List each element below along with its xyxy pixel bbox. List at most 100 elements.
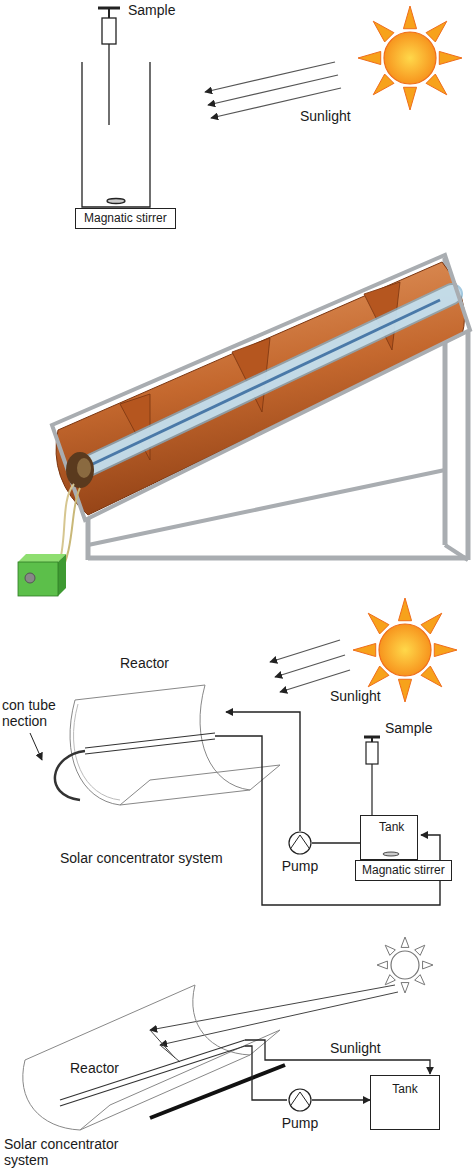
sun-ray [385, 945, 395, 955]
stirrer-bar [381, 851, 401, 857]
sun-ray [368, 613, 389, 634]
sun-ray [421, 613, 442, 634]
pump-outline [288, 831, 312, 855]
pump-symbol: Pump [288, 831, 312, 855]
reactor-tube [60, 1046, 245, 1106]
trough-illustration [18, 554, 66, 562]
pump-circle [289, 832, 311, 854]
solar-concentrator [193, 985, 280, 1055]
trough-illustration [18, 255, 470, 596]
solar-concentrator [75, 685, 205, 700]
solar-concentrator [25, 985, 195, 1060]
label-text: Solar concentrator system [4, 1136, 118, 1168]
trough-illustration [80, 294, 452, 470]
sun-ray [377, 961, 387, 969]
label-holder: Reactor [70, 1060, 119, 1076]
trough-illustration [66, 452, 94, 488]
sun-ray [434, 643, 457, 656]
trough-illustration [88, 556, 468, 561]
sun-icon [358, 6, 462, 110]
solar-concentrator [23, 985, 280, 1130]
sun-ray [401, 983, 409, 993]
label-text: Sunlight [300, 108, 351, 124]
sun-ray [358, 51, 381, 64]
reactor-tube [55, 751, 85, 800]
label-holder: Sample [128, 2, 175, 18]
beaker [82, 62, 150, 207]
sun-ray [398, 598, 411, 621]
syringe [366, 742, 378, 764]
process-box: Magnatic stirrer [75, 208, 176, 229]
syringe [108, 44, 109, 125]
sun-ray [415, 945, 425, 955]
beaker [107, 199, 125, 204]
sun-ray [415, 975, 425, 985]
trough-illustration [18, 562, 58, 596]
trough-illustration [56, 262, 465, 515]
label-holder: Reactor [120, 655, 169, 671]
label-text: Sunlight [330, 1040, 381, 1056]
trough-illustration [86, 518, 91, 560]
label-holder: Sunlight [300, 108, 351, 124]
pipe-connector [312, 842, 360, 843]
stirrer-bar [383, 852, 399, 856]
solar-concentrator [120, 790, 250, 805]
node-text: Magnatic stirrer [362, 863, 445, 877]
label-text: Sample [128, 2, 175, 18]
solar-concentrator [200, 685, 280, 790]
syringe [108, 8, 110, 18]
trough-illustration [58, 554, 66, 596]
syringe [371, 737, 373, 742]
sun-disc [384, 32, 436, 84]
label-text: Sunlight [330, 688, 381, 704]
label-text: Reactor [120, 655, 169, 671]
label-text: Reactor [70, 1060, 119, 1076]
node-text: Tank [385, 1082, 425, 1096]
sunlight-arrows [160, 1045, 180, 1062]
sun-ray [353, 643, 376, 656]
syringe [102, 18, 116, 44]
solar-concentrator [70, 685, 280, 805]
syringe [98, 8, 120, 125]
label-text: Sample [385, 720, 432, 736]
sun-ray [385, 975, 395, 985]
pump-circle [289, 1089, 311, 1111]
sun-ray [421, 666, 442, 687]
beaker [82, 62, 150, 207]
sunlight-arrows [205, 62, 335, 92]
node-text: Pump [282, 858, 319, 874]
pump-mark [291, 835, 309, 848]
process-box: Tank [370, 1075, 440, 1130]
node-text: Tank [379, 820, 409, 834]
sunlight-arrows [160, 992, 398, 1045]
sunlight-arrows [270, 640, 340, 662]
sun-ray [426, 74, 447, 95]
sun-ray [373, 74, 394, 95]
base-rail [150, 1065, 285, 1118]
sun-ray [368, 666, 389, 687]
label-holder: con tube nection [2, 697, 64, 729]
sunlight-arrows [150, 1030, 175, 1058]
sunlight-arrows [275, 655, 345, 677]
sunlight-arrows [270, 640, 350, 692]
process-box: Tank [360, 815, 418, 860]
trough-illustration [445, 545, 468, 560]
reactor-tube [55, 733, 215, 800]
pipe-connector [312, 1099, 370, 1100]
trough-illustration [25, 573, 35, 583]
flow-lines [245, 1040, 430, 1100]
pump-outline [288, 1088, 312, 1112]
sun-icon [353, 598, 457, 702]
sun-ray [401, 937, 409, 947]
flow-lines [245, 1046, 287, 1100]
sun-ray [426, 21, 447, 42]
trough-illustration [80, 300, 440, 470]
sunlight-arrows [150, 985, 395, 1030]
sun-ray [403, 6, 416, 29]
sunlight-arrows [150, 985, 398, 1062]
label-holder: Sunlight [330, 688, 381, 704]
label-holder: Sample [385, 720, 432, 736]
trough-illustration [466, 332, 471, 560]
label-text: Solar concentrator system [60, 850, 223, 866]
